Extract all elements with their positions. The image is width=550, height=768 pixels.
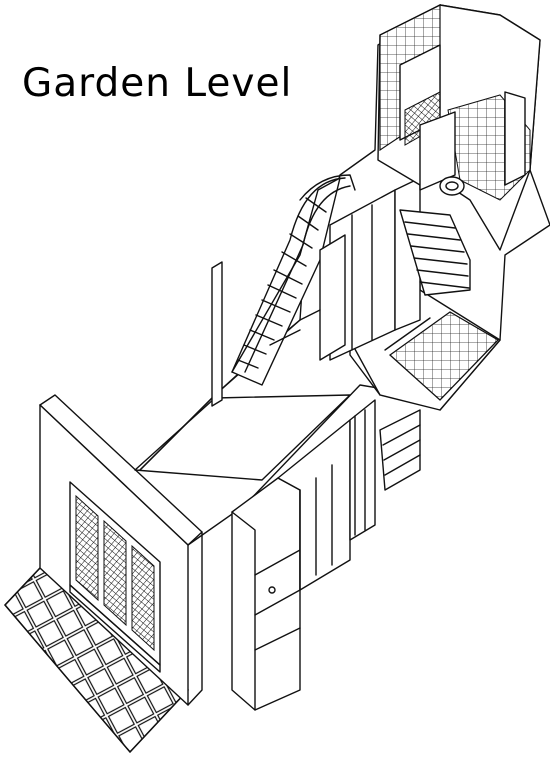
french-window	[69, 481, 161, 673]
support-column	[211, 261, 223, 407]
garden-room-floor	[134, 394, 351, 481]
sink-icon	[439, 176, 465, 196]
bathroom	[377, 4, 541, 251]
interior-partition	[269, 234, 346, 361]
storage-shelving	[349, 399, 376, 541]
bedroom-steps	[379, 409, 421, 491]
rear-staircase	[399, 209, 471, 296]
kitchen-cabinets	[231, 419, 351, 711]
spiral-staircase	[231, 174, 356, 386]
page-title: Garden Level	[22, 61, 293, 106]
